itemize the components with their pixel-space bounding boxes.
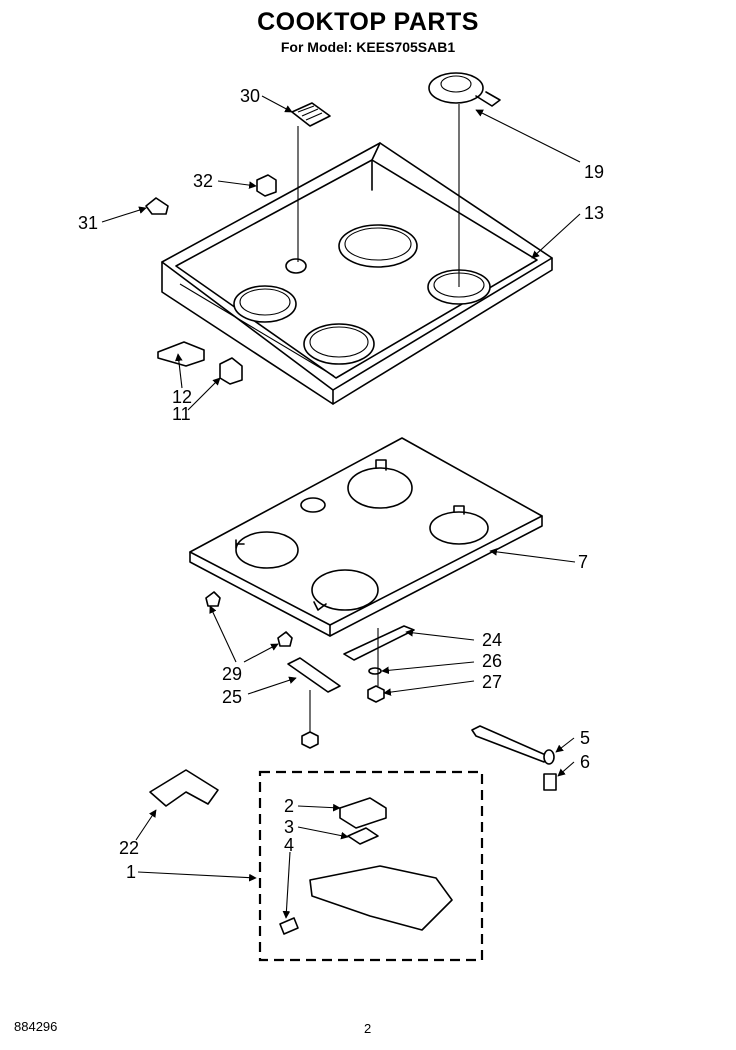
callout-30: 30 [240, 86, 260, 106]
mounting-bracket [149, 769, 219, 807]
callout-4: 4 [284, 835, 294, 855]
burner-bracket [287, 657, 341, 693]
callout-labels: 30 19 32 31 13 12 11 7 24 26 29 27 25 5 … [78, 86, 604, 882]
callout-32: 32 [193, 171, 213, 191]
page-number: 2 [364, 1021, 372, 1036]
hinge-part [157, 341, 205, 367]
burner-bracket [343, 625, 415, 661]
spacer-part [219, 357, 243, 385]
terminal-lead [471, 725, 549, 763]
callout-1: 1 [126, 862, 136, 882]
cooktop-frame [161, 142, 553, 405]
terminal-block [543, 749, 555, 765]
model-subtitle: For Model: KEES705SAB1 [280, 39, 456, 55]
callout-25: 25 [222, 687, 242, 707]
clip-nut [277, 631, 293, 647]
switch-housing [309, 865, 453, 931]
callout-19: 19 [584, 162, 604, 182]
switch-label [279, 917, 299, 935]
callout-11: 11 [172, 404, 191, 424]
switch-plate [347, 827, 379, 845]
callout-13: 13 [584, 203, 604, 223]
callout-24: 24 [482, 630, 502, 650]
callout-3: 3 [284, 817, 294, 837]
callout-2: 2 [284, 796, 294, 816]
page-title: COOKTOP PARTS [257, 8, 479, 36]
document-number: 884296 [14, 1019, 58, 1034]
callout-22: 22 [119, 838, 139, 858]
surface-element [428, 72, 501, 107]
washer [368, 667, 382, 675]
callout-26: 26 [482, 651, 502, 671]
callout-6: 6 [580, 752, 590, 772]
switch-kit-box [258, 770, 484, 962]
infinite-switch [339, 797, 387, 829]
clip-nut [205, 591, 221, 607]
leader-lines [101, 95, 581, 919]
callout-31: 31 [78, 213, 98, 233]
clip-part [256, 174, 277, 197]
callout-29: 29 [222, 664, 242, 684]
hex-nut [367, 685, 385, 703]
callout-27: 27 [482, 672, 502, 692]
callout-12: 12 [172, 387, 192, 407]
callout-7: 7 [578, 552, 588, 572]
callout-5: 5 [580, 728, 590, 748]
bracket-part [145, 197, 169, 215]
burner-box [189, 437, 543, 637]
vent-grille [291, 102, 331, 127]
terminal-cap [543, 773, 557, 791]
hex-nut [301, 731, 319, 749]
